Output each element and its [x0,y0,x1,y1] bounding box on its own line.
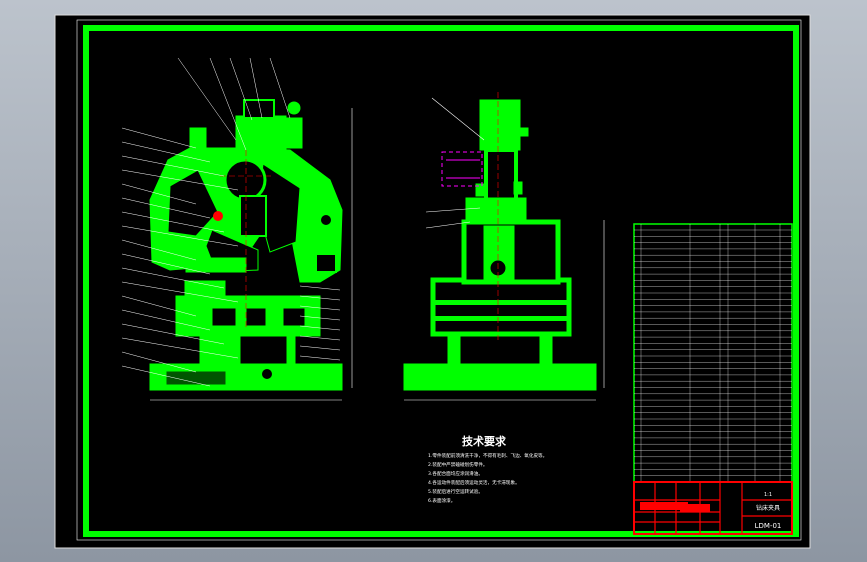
leader-line [299,325,341,331]
inner-sheet-border [76,19,802,541]
tech-req-line: 2.装配中严禁磕碰划伤零件。 [428,461,488,468]
front-view-leaders [121,57,341,387]
leader-line [299,285,341,291]
leader-line [121,267,225,289]
leader-line [299,295,341,301]
leader-line [121,127,197,149]
tech-req-line: 1.零件装配前须清洗干净，不得有毛刺、飞边、氧化皮等。 [428,452,547,459]
leader-line [121,141,211,163]
leader-line [299,345,341,351]
tech-req-line: 5.装配后进行空运转试验。 [428,488,483,495]
leader-line [299,315,341,321]
leader-line [121,211,225,233]
leader-line [209,57,247,151]
leader-line [229,57,253,121]
side-view-magenta [441,151,483,187]
green-frame [83,25,799,537]
leader-line [121,155,225,177]
drawing-name: 钻床夹具 [756,504,780,512]
tech-req-line: 3.各配合面均应涂润滑油。 [428,470,483,477]
tech-req-title: 技术要求 [462,434,507,448]
drawing-scale: 1:1 [764,492,772,498]
leader-line [177,57,237,141]
leader-line [121,365,211,387]
drawing-number: LDM-01 [755,522,782,530]
leader-line [249,57,263,119]
front-view-dims [150,108,353,401]
tech-req-line: 4.各运动件装配后须运动灵活，无卡滞现象。 [428,479,520,486]
leader-line [121,169,239,191]
leader-line [299,335,341,341]
leader-line [121,183,197,205]
side-view [403,99,597,391]
tech-req-lines: 1.零件装配前须清洗干净，不得有毛刺、飞边、氧化皮等。 2.装配中严禁磕碰划伤零… [428,452,547,504]
leader-line [121,239,197,261]
leader-line [121,323,225,345]
leader-line [121,295,197,317]
tech-req-line: 6.表面涂漆。 [428,497,455,504]
title-block [633,481,793,535]
leader-line [121,197,211,219]
leader-line [299,355,341,361]
leader-line [121,337,239,359]
leader-line [121,309,211,331]
leader-line [269,57,291,119]
leader-line [121,253,211,275]
side-view-dims [404,92,605,401]
parts-list [633,223,793,483]
leader-line [299,305,341,311]
leader-line [121,225,239,247]
leader-line [121,281,239,303]
leader-line [121,351,197,373]
